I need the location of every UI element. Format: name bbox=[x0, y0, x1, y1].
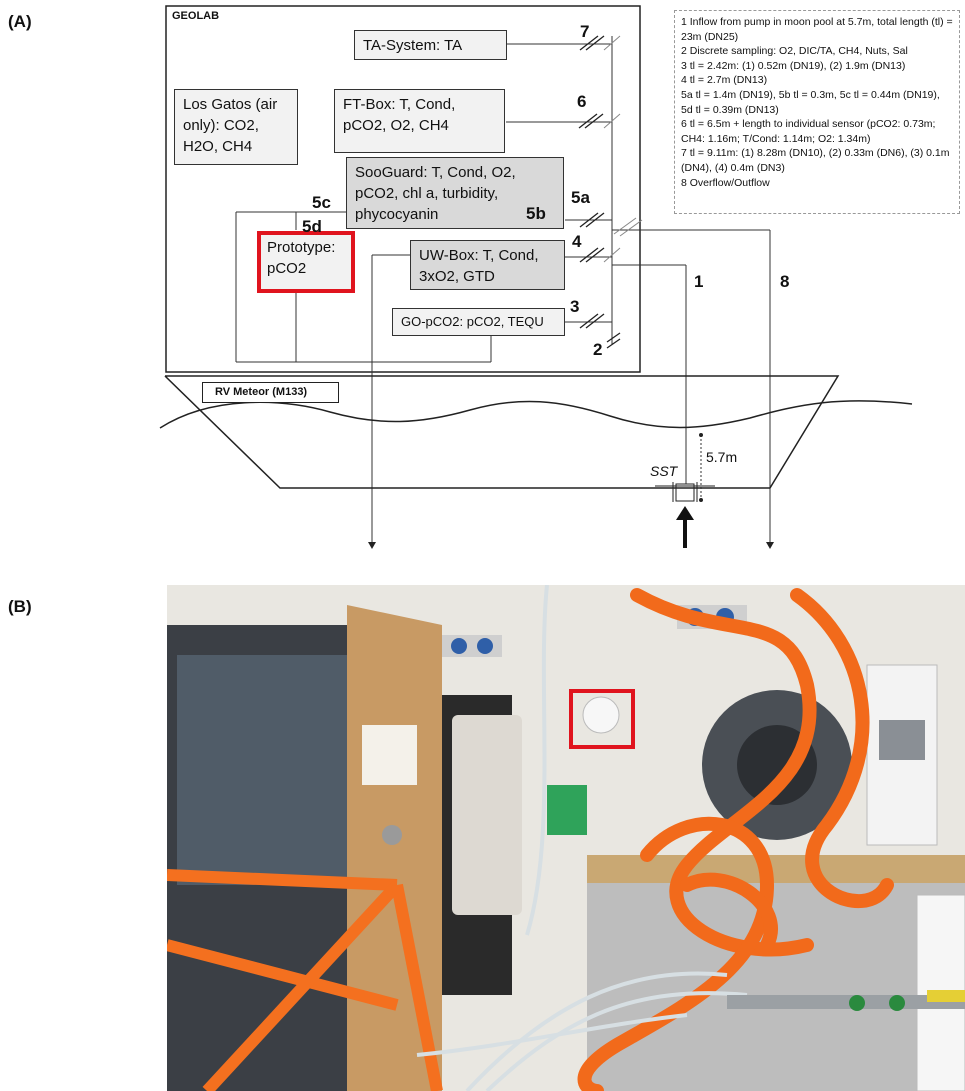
number-5a: 5a bbox=[571, 188, 590, 208]
ta-system-label: TA-System: TA bbox=[363, 37, 462, 54]
prototype-photo-highlight bbox=[569, 689, 635, 749]
legend-item-8: 8 Overflow/Outflow bbox=[681, 176, 953, 191]
number-5b: 5b bbox=[526, 204, 546, 224]
uw-box: UW-Box: T, Cond, 3xO2, GTD bbox=[410, 240, 565, 290]
legend-item-1: 1 Inflow from pump in moon pool at 5.7m,… bbox=[681, 15, 953, 44]
legend-item-4: 4 tl = 2.7m (DN13) bbox=[681, 73, 953, 88]
los-gatos-box: Los Gatos (air only): CO2, H2O, CH4 bbox=[174, 89, 298, 165]
number-7: 7 bbox=[580, 22, 589, 42]
number-5c: 5c bbox=[312, 193, 331, 213]
legend-item-3: 3 tl = 2.42m: (1) 0.52m (DN19), (2) 1.9m… bbox=[681, 59, 953, 74]
go-pco2-label: GO-pCO2: pCO2, TEQU bbox=[401, 314, 544, 329]
go-pco2-box: GO-pCO2: pCO2, TEQU bbox=[392, 308, 565, 336]
ship-label: RV Meteor (M133) bbox=[202, 382, 339, 403]
panel-b-label: (B) bbox=[8, 597, 32, 617]
sooguard-label: SooGuard: T, Cond, O2, pCO2, chl a, turb… bbox=[355, 164, 516, 223]
geolab-title: GEOLAB bbox=[172, 10, 219, 22]
number-2: 2 bbox=[593, 340, 602, 360]
uw-box-label: UW-Box: T, Cond, 3xO2, GTD bbox=[419, 247, 539, 285]
legend-item-2: 2 Discrete sampling: O2, DIC/TA, CH4, Nu… bbox=[681, 44, 953, 59]
lab-photo bbox=[167, 585, 965, 1091]
depth-label: 5.7m bbox=[706, 449, 737, 465]
ta-system-box: TA-System: TA bbox=[354, 30, 507, 60]
number-4: 4 bbox=[572, 232, 581, 252]
los-gatos-label: Los Gatos (air only): CO2, H2O, CH4 bbox=[183, 96, 277, 155]
lab-photo-illustration bbox=[167, 585, 965, 1091]
ft-box: FT-Box: T, Cond, pCO2, O2, CH4 bbox=[334, 89, 505, 153]
prototype-highlight bbox=[257, 231, 355, 293]
number-5d: 5d bbox=[302, 217, 322, 237]
legend-item-6: 6 tl = 6.5m + length to individual senso… bbox=[681, 117, 953, 146]
legend-item-7: 7 tl = 9.11m: (1) 8.28m (DN10), (2) 0.33… bbox=[681, 146, 953, 175]
number-6: 6 bbox=[577, 92, 586, 112]
ft-box-label: FT-Box: T, Cond, pCO2, O2, CH4 bbox=[343, 96, 455, 134]
legend-item-5: 5a tl = 1.4m (DN19), 5b tl = 0.3m, 5c tl… bbox=[681, 88, 953, 117]
number-3: 3 bbox=[570, 297, 579, 317]
number-8: 8 bbox=[780, 272, 789, 292]
sst-label: SST bbox=[650, 463, 677, 479]
number-1: 1 bbox=[694, 272, 703, 292]
legend: 1 Inflow from pump in moon pool at 5.7m,… bbox=[674, 10, 960, 214]
